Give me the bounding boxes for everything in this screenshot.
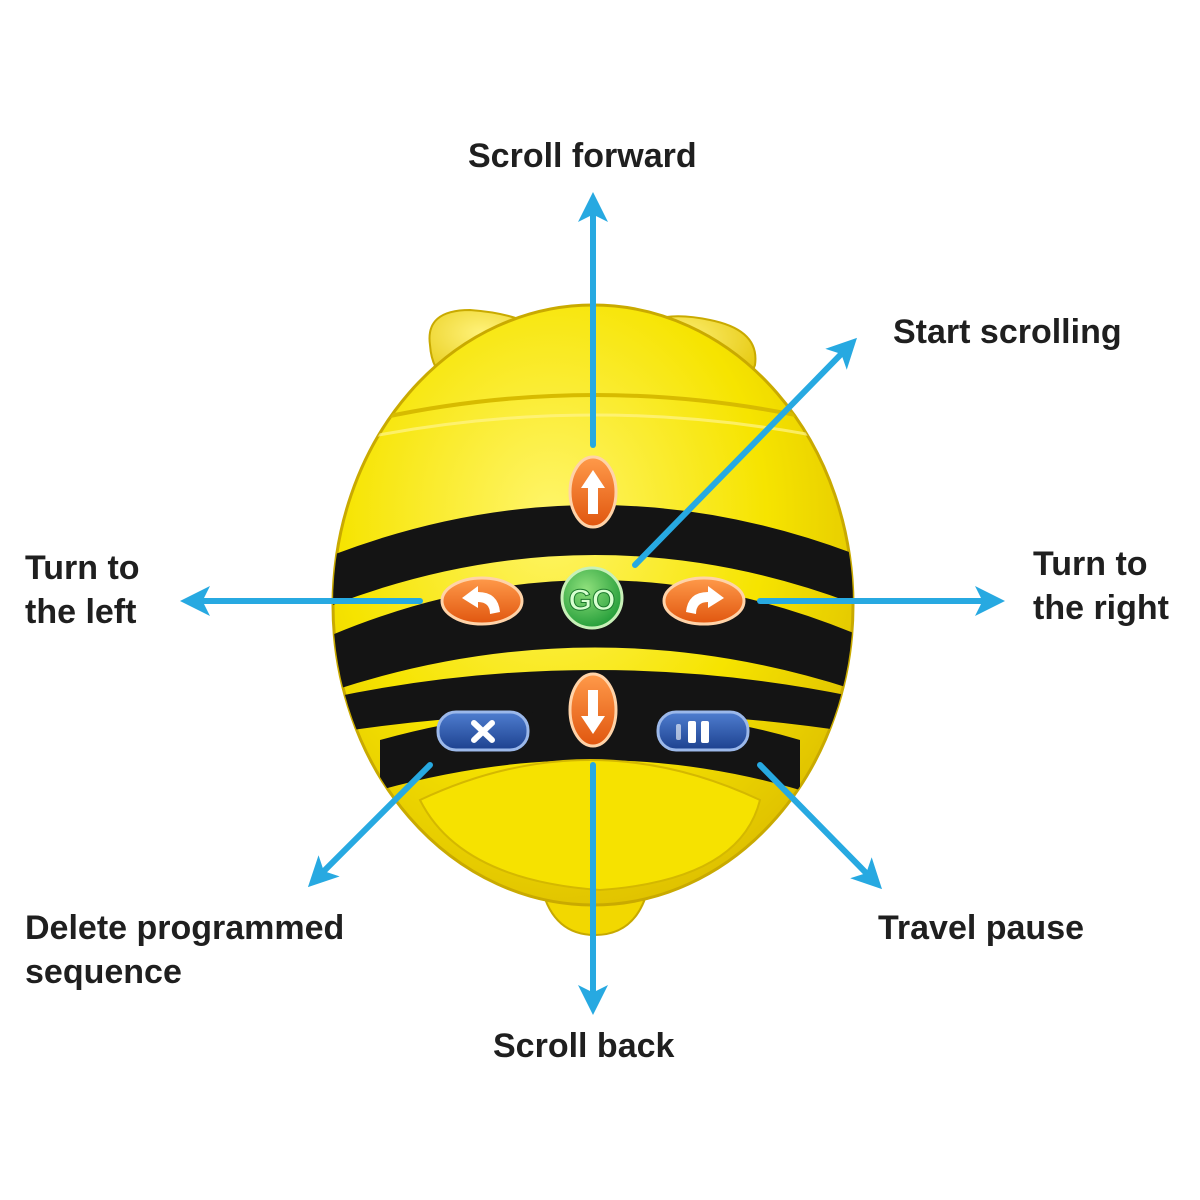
direction-arrows	[180, 192, 1005, 1015]
label-turn-left-line2: the left	[25, 593, 137, 631]
label-scroll-back: Scroll back	[493, 1027, 675, 1065]
label-delete-line2: sequence	[25, 953, 182, 991]
arrow-delete-sequence	[307, 762, 433, 888]
back-button[interactable]	[568, 672, 618, 748]
label-turn-right-line2: the right	[1033, 589, 1169, 627]
turn-right-icon	[686, 586, 724, 614]
body-stripe	[333, 505, 853, 610]
arrow-up-icon	[581, 470, 605, 514]
label-turn-left: Turn to the left	[25, 546, 140, 634]
go-button[interactable]: GO	[560, 566, 624, 630]
turn-left-button[interactable]	[440, 576, 524, 626]
arrow-travel-pause	[757, 762, 883, 890]
turn-right-button[interactable]	[662, 576, 746, 626]
pause-button[interactable]	[656, 710, 750, 752]
label-delete-sequence: Delete programmed sequence	[25, 906, 344, 994]
label-delete-line1: Delete programmed	[25, 909, 345, 947]
label-turn-left-line1: Turn to	[25, 549, 140, 587]
clear-button[interactable]	[436, 710, 530, 752]
go-label: GO	[569, 584, 616, 617]
arrow-down-icon	[581, 690, 605, 734]
x-icon	[471, 720, 495, 743]
label-scroll-forward: Scroll forward	[468, 137, 697, 175]
label-turn-right-line1: Turn to	[1033, 545, 1148, 583]
turn-left-icon	[462, 586, 500, 614]
label-start-scrolling: Start scrolling	[893, 313, 1122, 351]
pause-icon	[676, 721, 709, 743]
label-travel-pause: Travel pause	[878, 909, 1085, 947]
forward-button[interactable]	[568, 455, 618, 529]
arrow-start-scrolling	[632, 337, 857, 568]
label-turn-right: Turn to the right	[1033, 542, 1169, 630]
